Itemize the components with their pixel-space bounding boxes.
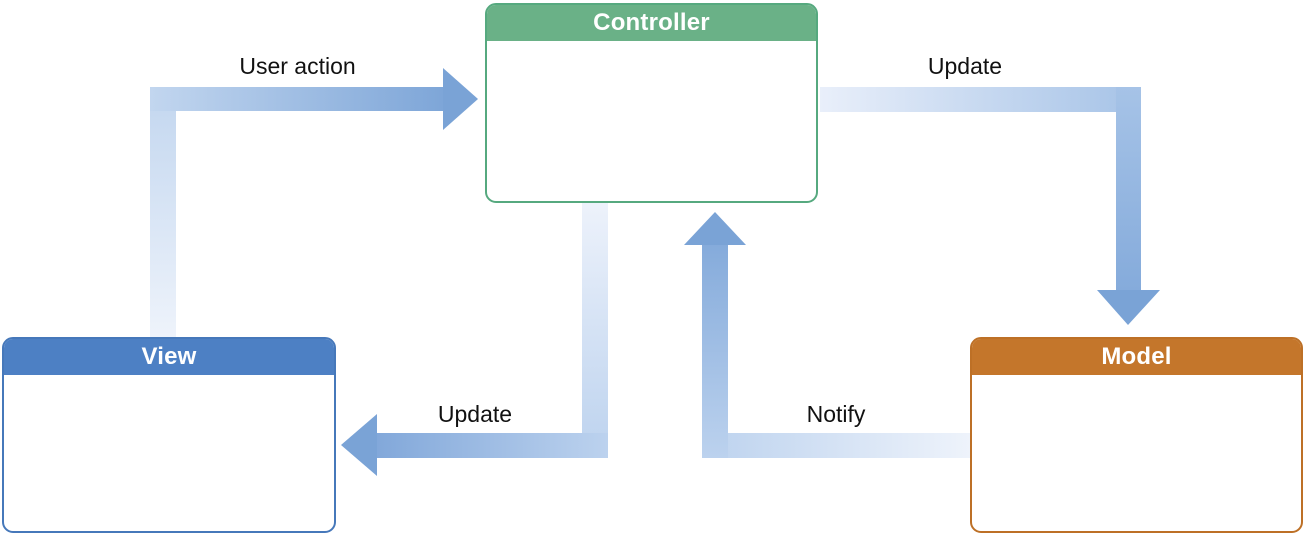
node-model: Model <box>970 337 1303 533</box>
node-view: View <box>2 337 336 533</box>
node-controller: Controller <box>485 3 818 203</box>
arrowhead-right-icon <box>443 68 478 130</box>
node-model-title: Model <box>1101 343 1172 370</box>
node-view-header: View <box>4 339 334 375</box>
arrowhead-left-icon <box>341 414 377 476</box>
node-model-header: Model <box>972 339 1301 375</box>
arrow-notify <box>684 212 970 458</box>
arrow-update-model <box>820 87 1160 325</box>
node-controller-header: Controller <box>487 5 816 41</box>
node-controller-title: Controller <box>593 9 710 36</box>
arrow-label-update-model: Update <box>927 53 1003 79</box>
node-view-title: View <box>141 343 197 370</box>
arrow-label-notify: Notify <box>806 401 866 427</box>
arrow-label-user-action: User action <box>239 53 356 79</box>
arrowhead-up-icon <box>684 212 746 245</box>
arrow-user-action <box>150 68 478 337</box>
arrow-update-view <box>341 203 608 476</box>
arrowhead-down-icon <box>1097 290 1160 325</box>
arrow-label-update-view: Update <box>437 401 513 427</box>
